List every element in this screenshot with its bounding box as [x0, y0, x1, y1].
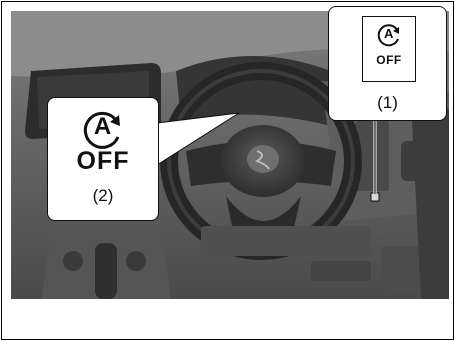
indicator-letter: A	[48, 113, 158, 141]
switch-text: OFF	[363, 53, 415, 67]
auto-stop-start-off-switch: A OFF	[362, 16, 416, 82]
callout-2: A OFF (2)	[47, 97, 159, 221]
indicator-text: OFF	[48, 147, 158, 176]
callout-1-label: (1)	[329, 93, 446, 113]
callout-1: A OFF (1)	[328, 6, 447, 121]
switch-letter: A	[363, 26, 415, 41]
callout-2-label: (2)	[48, 186, 158, 206]
